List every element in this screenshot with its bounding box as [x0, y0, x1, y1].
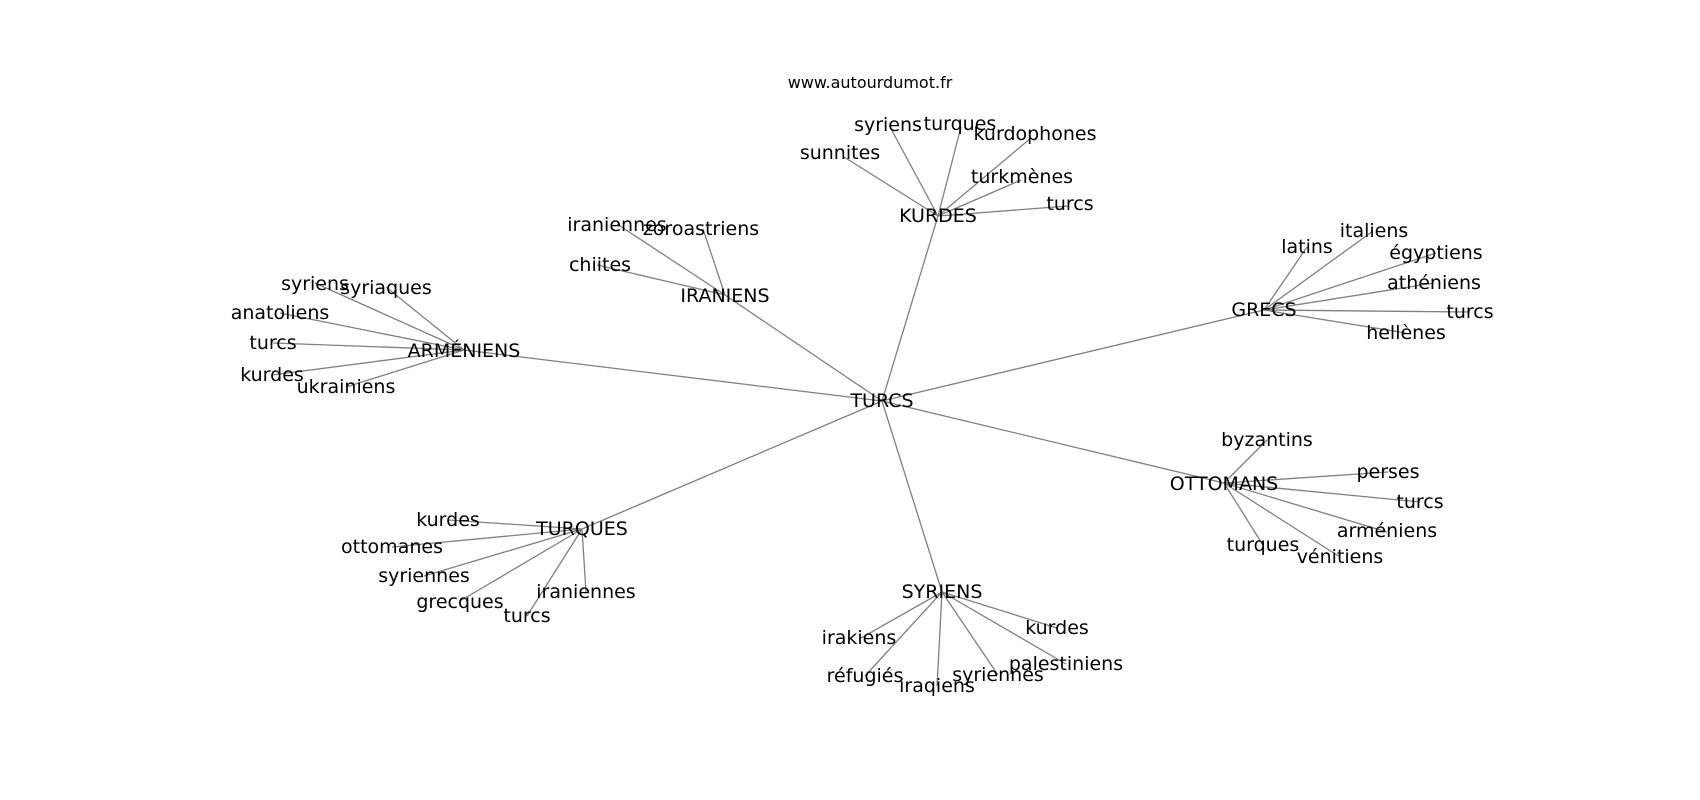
leaf-node-label: byzantins: [1221, 429, 1313, 451]
leaf-node-label: égyptiens: [1389, 242, 1482, 264]
edge-hub-leaf: [1263, 309, 1471, 313]
leaf-node-label: iraniennes: [567, 214, 666, 236]
edge-hub-leaf: [941, 591, 999, 676]
edge-hub-leaf: [459, 528, 583, 602]
edge-hub-leaf: [423, 528, 583, 577]
hub-node-label: TURQUES: [535, 518, 628, 540]
edge-hub-leaf: [860, 591, 943, 639]
edge-hub-leaf: [937, 205, 1069, 217]
edge-hub-leaf: [941, 591, 1067, 665]
leaf-node-label: kurdes: [416, 509, 480, 531]
leaf-node-label: grecques: [416, 591, 503, 613]
edge-hub-leaf: [391, 528, 583, 548]
edge-hub-leaf: [526, 528, 583, 617]
leaf-node-label: chiites: [569, 254, 631, 276]
edge-hub-leaf: [272, 342, 465, 351]
leaf-node-label: arméniens: [1337, 520, 1437, 542]
edge-hub-leaf: [314, 282, 465, 351]
leaf-node-label: turques: [924, 113, 997, 135]
hub-node-label: ARMÉNIENS: [408, 339, 521, 362]
watermark-label: www.autourdumot.fr: [788, 73, 953, 92]
edge-hub-leaf: [1223, 482, 1421, 503]
leaf-node-label: sunnites: [800, 142, 880, 164]
leaf-node-label: syriens: [281, 273, 349, 295]
leaf-node-label: perses: [1356, 461, 1419, 483]
edge-center-hub: [881, 215, 939, 402]
leaf-node-label: ukrainiens: [297, 376, 396, 398]
edge-hub-leaf: [1263, 246, 1308, 311]
hub-node-label: SYRIENS: [902, 581, 983, 603]
edge-center-hub: [881, 400, 1225, 484]
edge-hub-leaf: [864, 591, 943, 677]
leaf-node-label: iraniennes: [536, 581, 635, 603]
edge-hub-leaf: [447, 519, 583, 530]
edge-hub-leaf: [1263, 230, 1374, 311]
edge-center-hub: [463, 349, 883, 402]
hub-node-label: GRECS: [1231, 299, 1296, 321]
edge-hub-leaf: [1263, 309, 1407, 334]
leaf-node-label: kurdes: [1025, 617, 1089, 639]
leaf-node-label: palestiniens: [1009, 653, 1123, 675]
hub-node-label: KURDES: [899, 205, 977, 227]
edge-hub-leaf: [1263, 282, 1435, 311]
edge-hub-leaf: [937, 179, 1022, 217]
edge-hub-leaf: [1263, 252, 1437, 311]
edge-hub-leaf: [616, 223, 726, 296]
edge-hub-leaf: [1223, 482, 1264, 546]
edge-hub-leaf: [1223, 471, 1389, 484]
leaf-node-label: turques: [1227, 534, 1300, 556]
edge-hub-leaf: [937, 126, 962, 217]
leaf-node-label: ottomanes: [341, 536, 443, 558]
edge-hub-leaf: [385, 286, 465, 351]
edge-center-hub: [881, 309, 1265, 402]
leaf-node-label: italiens: [1340, 220, 1409, 242]
edge-hub-leaf: [271, 349, 465, 376]
edge-hub-leaf: [345, 349, 465, 388]
leaf-node-label: kurdes: [240, 364, 304, 386]
edge-hub-leaf: [936, 591, 943, 687]
leaf-node-label: syriennes: [378, 565, 470, 587]
center-node-label: TURCS: [849, 390, 913, 412]
leaf-node-label: turcs: [1046, 193, 1093, 215]
hub-node-label: OTTOMANS: [1170, 473, 1278, 495]
edge-hub-leaf: [889, 126, 939, 217]
leaf-node-label: athéniens: [1387, 272, 1481, 294]
leaf-node-label: turcs: [1446, 301, 1493, 323]
leaf-node-label: hellènes: [1366, 322, 1446, 344]
edge-center-hub: [724, 294, 883, 402]
leaf-node-label: syriaques: [340, 277, 432, 299]
edge-hub-leaf: [937, 137, 1032, 217]
leaf-node-label: turkmènes: [971, 166, 1073, 188]
leaf-node-label: syriennes: [952, 664, 1044, 686]
edge-hub-leaf: [279, 312, 465, 351]
edge-center-hub: [581, 400, 883, 530]
leaf-node-label: irakiens: [822, 627, 897, 649]
edges: [271, 126, 1471, 687]
leaf-node-label: zoroastriens: [643, 218, 759, 240]
leaf-node-label: turcs: [503, 605, 550, 627]
leaf-node-label: réfugiés: [827, 665, 904, 687]
edge-hub-leaf: [941, 591, 1058, 629]
edge-hub-leaf: [1223, 439, 1268, 484]
leaf-node-label: latins: [1281, 236, 1333, 258]
edge-hub-leaf: [1223, 482, 1341, 558]
edge-center-hub: [881, 400, 943, 593]
leaf-node-label: turcs: [249, 332, 296, 354]
edge-hub-leaf: [596, 264, 726, 296]
edge-hub-leaf: [702, 228, 726, 296]
leaf-node-label: syriens: [854, 114, 922, 136]
leaf-node-label: turcs: [1396, 491, 1443, 513]
edge-hub-leaf: [843, 156, 939, 217]
leaf-node-label: anatoliens: [231, 302, 330, 324]
hub-node-label: IRANIENS: [680, 285, 769, 307]
leaf-node-label: iraqiens: [899, 675, 975, 697]
leaf-node-label: kurdophones: [974, 123, 1097, 145]
edge-hub-leaf: [581, 528, 587, 593]
edge-hub-leaf: [1223, 482, 1388, 533]
leaf-node-label: vénitiens: [1297, 546, 1384, 568]
